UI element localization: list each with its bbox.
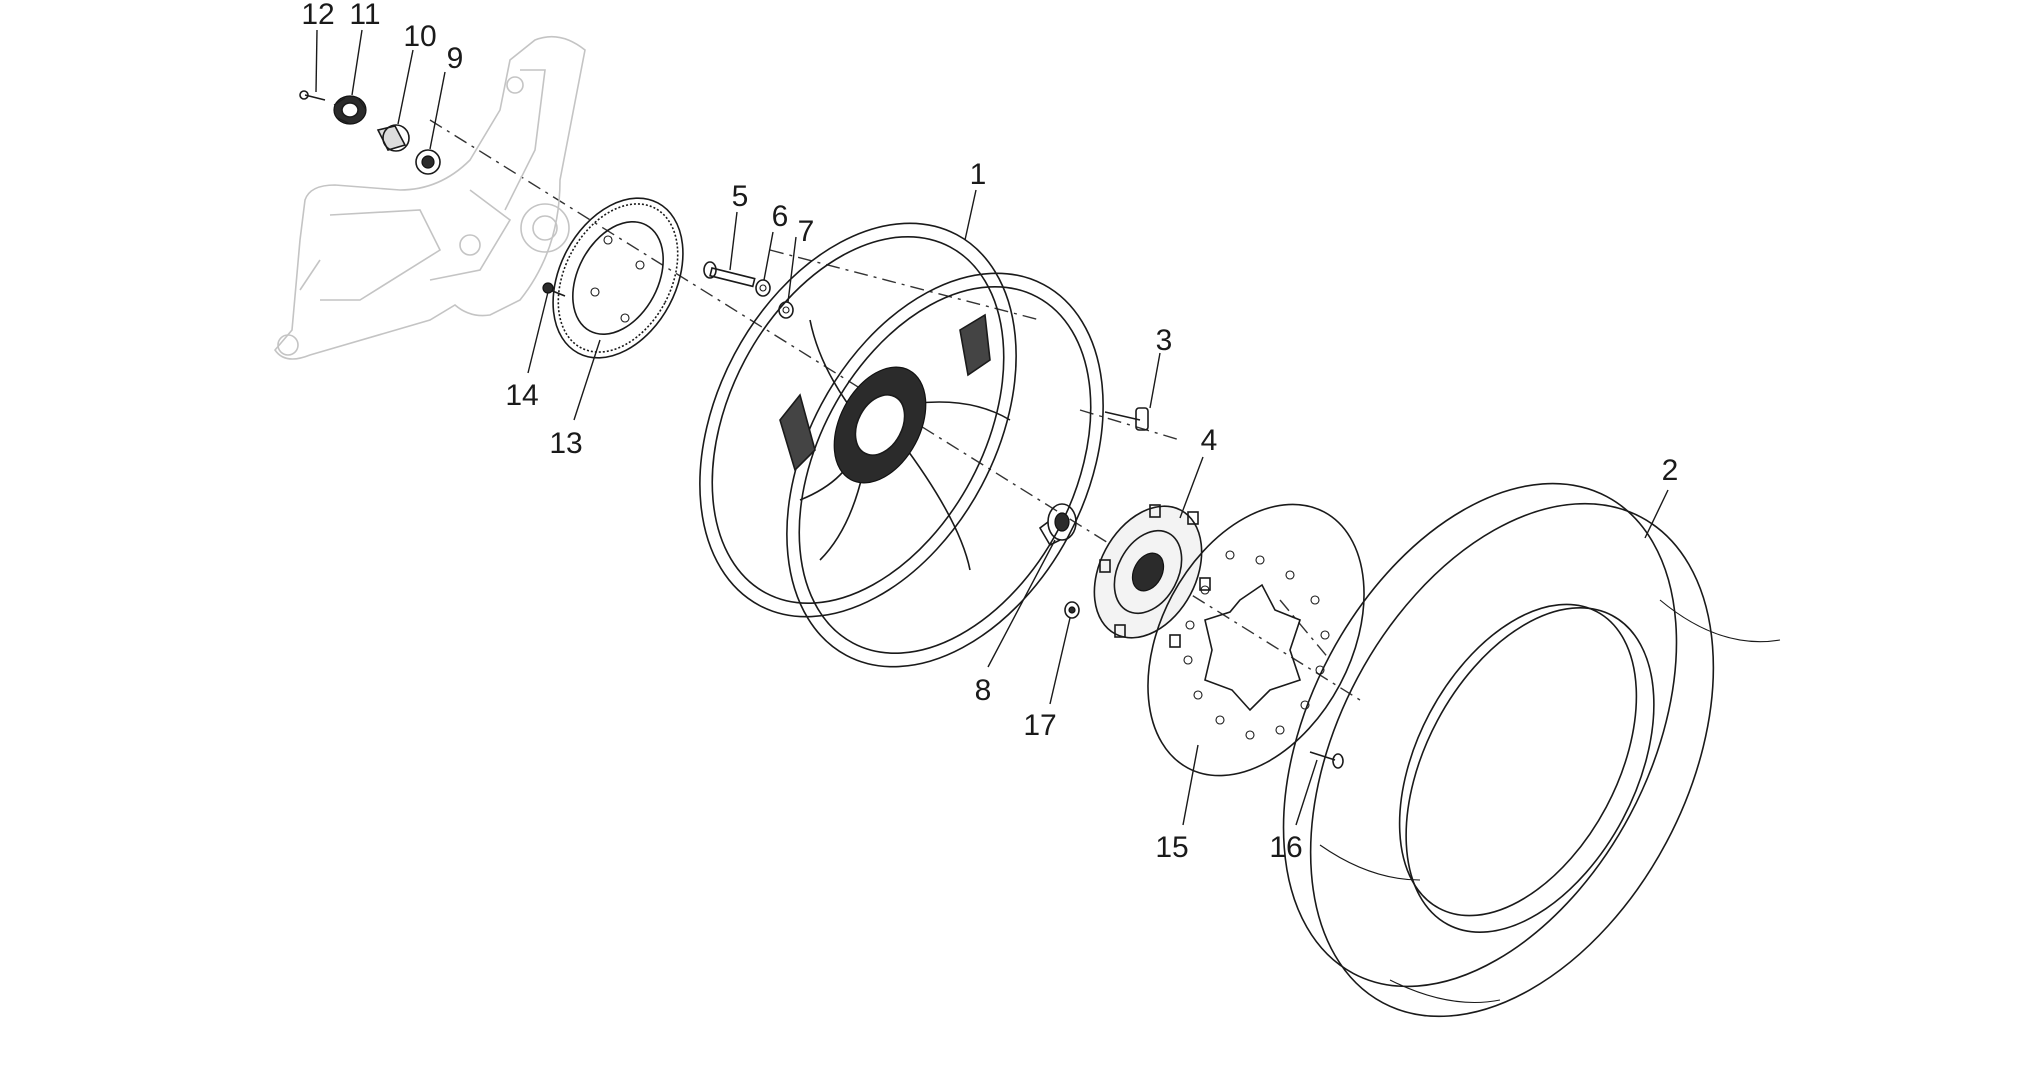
callout-15: 15	[1155, 831, 1188, 864]
swing-arm-ghost	[273, 35, 586, 360]
callout-16: 16	[1269, 831, 1302, 864]
callout-6: 6	[772, 200, 789, 233]
washer-7	[778, 301, 794, 319]
callout-labels: 12 11 10 9 1 5 6 7 3 4 2 14 13 8 17 15 1…	[301, 0, 1678, 864]
tone-ring-screw	[542, 282, 566, 297]
split-pin	[299, 90, 326, 101]
callout-1: 1	[970, 158, 987, 191]
leader-lines	[315, 29, 1669, 826]
abs-tone-ring	[552, 197, 684, 359]
callout-13: 13	[549, 427, 582, 460]
stud-bolt	[1104, 407, 1149, 431]
tyre	[1282, 482, 1781, 1018]
callout-2: 2	[1662, 454, 1679, 487]
hub-flange	[1093, 504, 1211, 648]
callout-4: 4	[1201, 424, 1218, 457]
wheel-rim	[699, 222, 1104, 668]
small-nut	[1064, 601, 1080, 619]
callout-5: 5	[732, 180, 749, 213]
bearing	[415, 149, 441, 175]
callout-7: 7	[798, 215, 815, 248]
assembly-axis	[429, 119, 1361, 701]
disc-screw	[1309, 751, 1344, 769]
spacer-bushing	[1038, 503, 1077, 547]
long-bolt	[703, 261, 756, 288]
callout-12: 12	[301, 0, 334, 31]
callout-8: 8	[975, 674, 992, 707]
callout-17: 17	[1023, 709, 1056, 742]
callout-14: 14	[505, 379, 538, 412]
callout-11: 11	[349, 0, 380, 31]
callout-9: 9	[447, 42, 464, 75]
callout-10: 10	[403, 20, 436, 53]
spacer	[376, 124, 410, 152]
callout-3: 3	[1156, 324, 1173, 357]
washer-6	[755, 279, 771, 297]
brake-disc	[1147, 503, 1365, 777]
castle-nut	[333, 95, 367, 125]
